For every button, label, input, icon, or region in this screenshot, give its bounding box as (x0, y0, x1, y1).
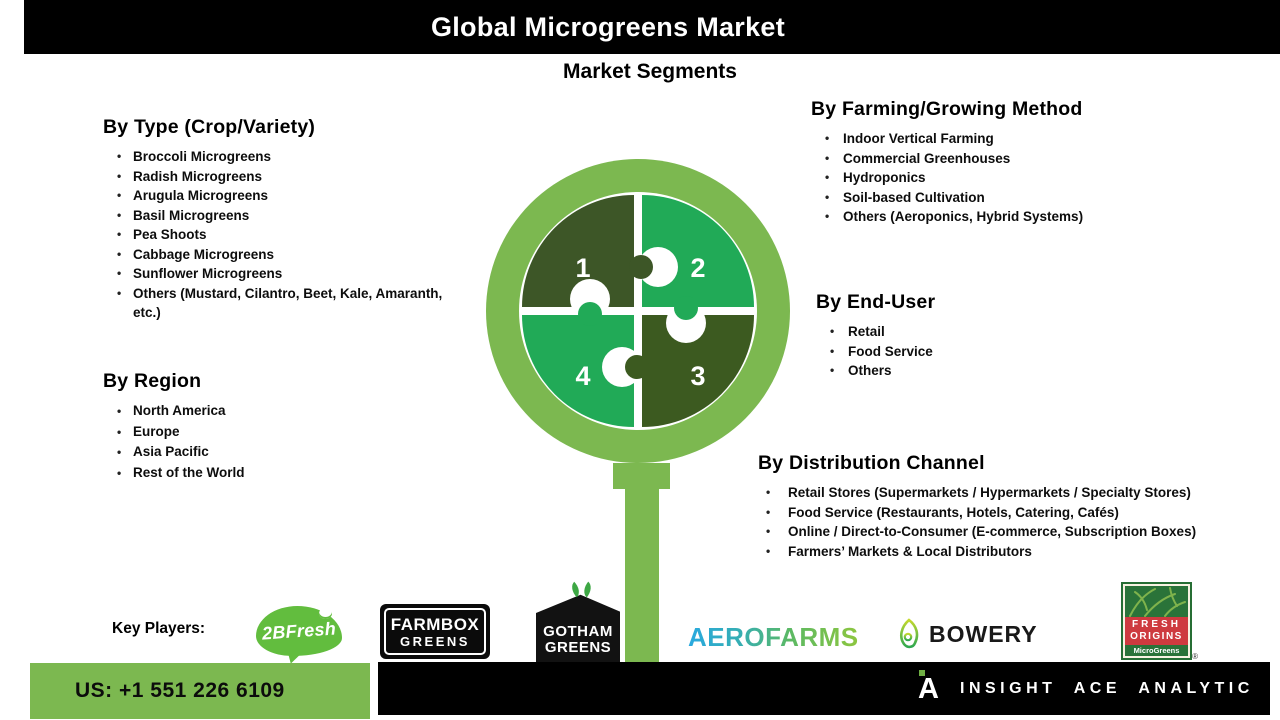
section-by-type: By Type (Crop/Variety) Broccoli Microgre… (103, 116, 455, 323)
list-item: Farmers’ Markets & Local Distributors (758, 542, 1278, 562)
section-by-end-user: By End-User Retail Food Service Others (816, 291, 1116, 381)
list-item: Others (816, 361, 1116, 381)
logo-gotham-line1: GOTHAM (543, 623, 613, 640)
list-item: Arugula Microgreens (103, 186, 455, 206)
bullet-list: Retail Food Service Others (816, 322, 1116, 381)
logo-aerofarms-text: AEROFARMS (688, 622, 859, 652)
list-item: Others (Mustard, Cilantro, Beet, Kale, A… (103, 284, 455, 323)
list-item: Radish Microgreens (103, 167, 455, 187)
logo-2bfresh: 2BFresh (256, 606, 342, 656)
section-by-region: By Region North America Europe Asia Paci… (103, 370, 423, 483)
list-item: Asia Pacific (103, 442, 423, 463)
logo-farmbox-line1: FARMBOX (390, 614, 480, 634)
list-item: Retail (816, 322, 1116, 342)
fresh-line: FRESH (1132, 619, 1181, 631)
puzzle-knob-bottom (602, 347, 649, 387)
magnifier-handle-shaft (625, 485, 659, 695)
puzzle-piece-4 (522, 315, 634, 427)
phone-box: US: +1 551 226 6109 (30, 663, 370, 719)
logo-2bfresh-text: 2BFresh (261, 617, 337, 644)
list-item: Food Service (816, 342, 1116, 362)
key-players-label: Key Players: (112, 620, 206, 637)
logo-fresh-origins-text: FRESH ORIGINS (1125, 616, 1188, 646)
list-item: Soil-based Cultivation (811, 188, 1241, 208)
magnifier-handle-collar (613, 463, 670, 489)
section-heading: By Region (103, 370, 202, 392)
segment-number-2: 2 (690, 253, 705, 283)
section-heading: By Type (Crop/Variety) (103, 116, 316, 138)
list-item: Pea Shoots (103, 225, 455, 245)
list-item: Online / Direct-to-Consumer (E-commerce,… (758, 522, 1278, 542)
bullet-list: Indoor Vertical Farming Commercial Green… (811, 129, 1241, 227)
insight-ace-logo-icon: A (918, 669, 944, 705)
list-item: Rest of the World (103, 463, 423, 484)
leaf-pattern (1125, 586, 1188, 617)
puzzle-knob-right (666, 296, 706, 343)
list-item: Europe (103, 422, 423, 443)
section-heading: By Distribution Channel (758, 452, 985, 474)
microgreens-band: MicroGreens (1125, 645, 1188, 656)
logo-dot (919, 669, 925, 676)
logo-farmbox-greens: FARMBOX GREENS (380, 604, 490, 659)
sprout-icon (319, 608, 332, 619)
puzzle-knob-left (570, 279, 610, 326)
section-heading: By End-User (816, 291, 936, 313)
list-item: Retail Stores (Supermarkets / Hypermarke… (758, 483, 1278, 503)
section-heading: By Farming/Growing Method (811, 98, 1083, 120)
bullet-list: North America Europe Asia Pacific Rest o… (103, 401, 423, 483)
header-bar: Global Microgreens Market (24, 0, 1280, 54)
brand-bar: A INSIGHT ACE ANALYTIC (378, 662, 1270, 715)
segment-number-1: 1 (575, 253, 590, 283)
segment-number-4: 4 (575, 361, 590, 391)
puzzle-piece-1 (522, 195, 634, 307)
logo-gotham-greens: GOTHAM GREENS (536, 594, 620, 662)
brand-name: INSIGHT ACE ANALYTIC (960, 679, 1254, 697)
list-item: Cabbage Microgreens (103, 245, 455, 265)
subtitle: Market Segments (563, 60, 737, 83)
puzzle-piece-3 (642, 315, 754, 427)
list-item: Others (Aeroponics, Hybrid Systems) (811, 207, 1241, 227)
logo-fresh-origins: FRESH ORIGINS MicroGreens ® (1121, 582, 1198, 661)
leaf-icon (567, 581, 596, 598)
list-item: North America (103, 401, 423, 422)
list-item: Food Service (Restaurants, Hotels, Cater… (758, 503, 1278, 523)
list-item: Basil Microgreens (103, 206, 455, 226)
registered-mark: ® (1192, 652, 1198, 661)
bullet-list: Retail Stores (Supermarkets / Hypermarke… (758, 483, 1278, 561)
bowery-leaf-icon (899, 618, 919, 649)
list-item: Broccoli Microgreens (103, 147, 455, 167)
logo-bowery: BOWERY (897, 618, 1038, 650)
logo-bowery-text: BOWERY (929, 620, 1038, 647)
logo-letter: A (918, 672, 939, 705)
list-item: Commercial Greenhouses (811, 149, 1241, 169)
page-title: Global Microgreens Market (430, 11, 786, 42)
logo-aerofarms: AEROFARMS (688, 622, 859, 653)
bullet-list: Broccoli Microgreens Radish Microgreens … (103, 147, 455, 323)
logo-farmbox-line2: GREENS (400, 633, 470, 649)
list-item: Sunflower Microgreens (103, 264, 455, 284)
phone-number: US: +1 551 226 6109 (75, 679, 285, 702)
section-by-farming-method: By Farming/Growing Method Indoor Vertica… (811, 98, 1241, 227)
puzzle-knob-top (629, 247, 678, 287)
origins-line: ORIGINS (1130, 631, 1183, 643)
magnifier-puzzle-graphic: 1 2 3 4 (486, 159, 790, 695)
list-item: Indoor Vertical Farming (811, 129, 1241, 149)
magnifier-lens (519, 192, 757, 430)
logo-gotham-line2: GREENS (544, 639, 612, 656)
section-by-distribution-channel: By Distribution Channel Retail Stores (S… (758, 452, 1278, 561)
list-item: Hydroponics (811, 168, 1241, 188)
segment-number-3: 3 (690, 361, 705, 391)
